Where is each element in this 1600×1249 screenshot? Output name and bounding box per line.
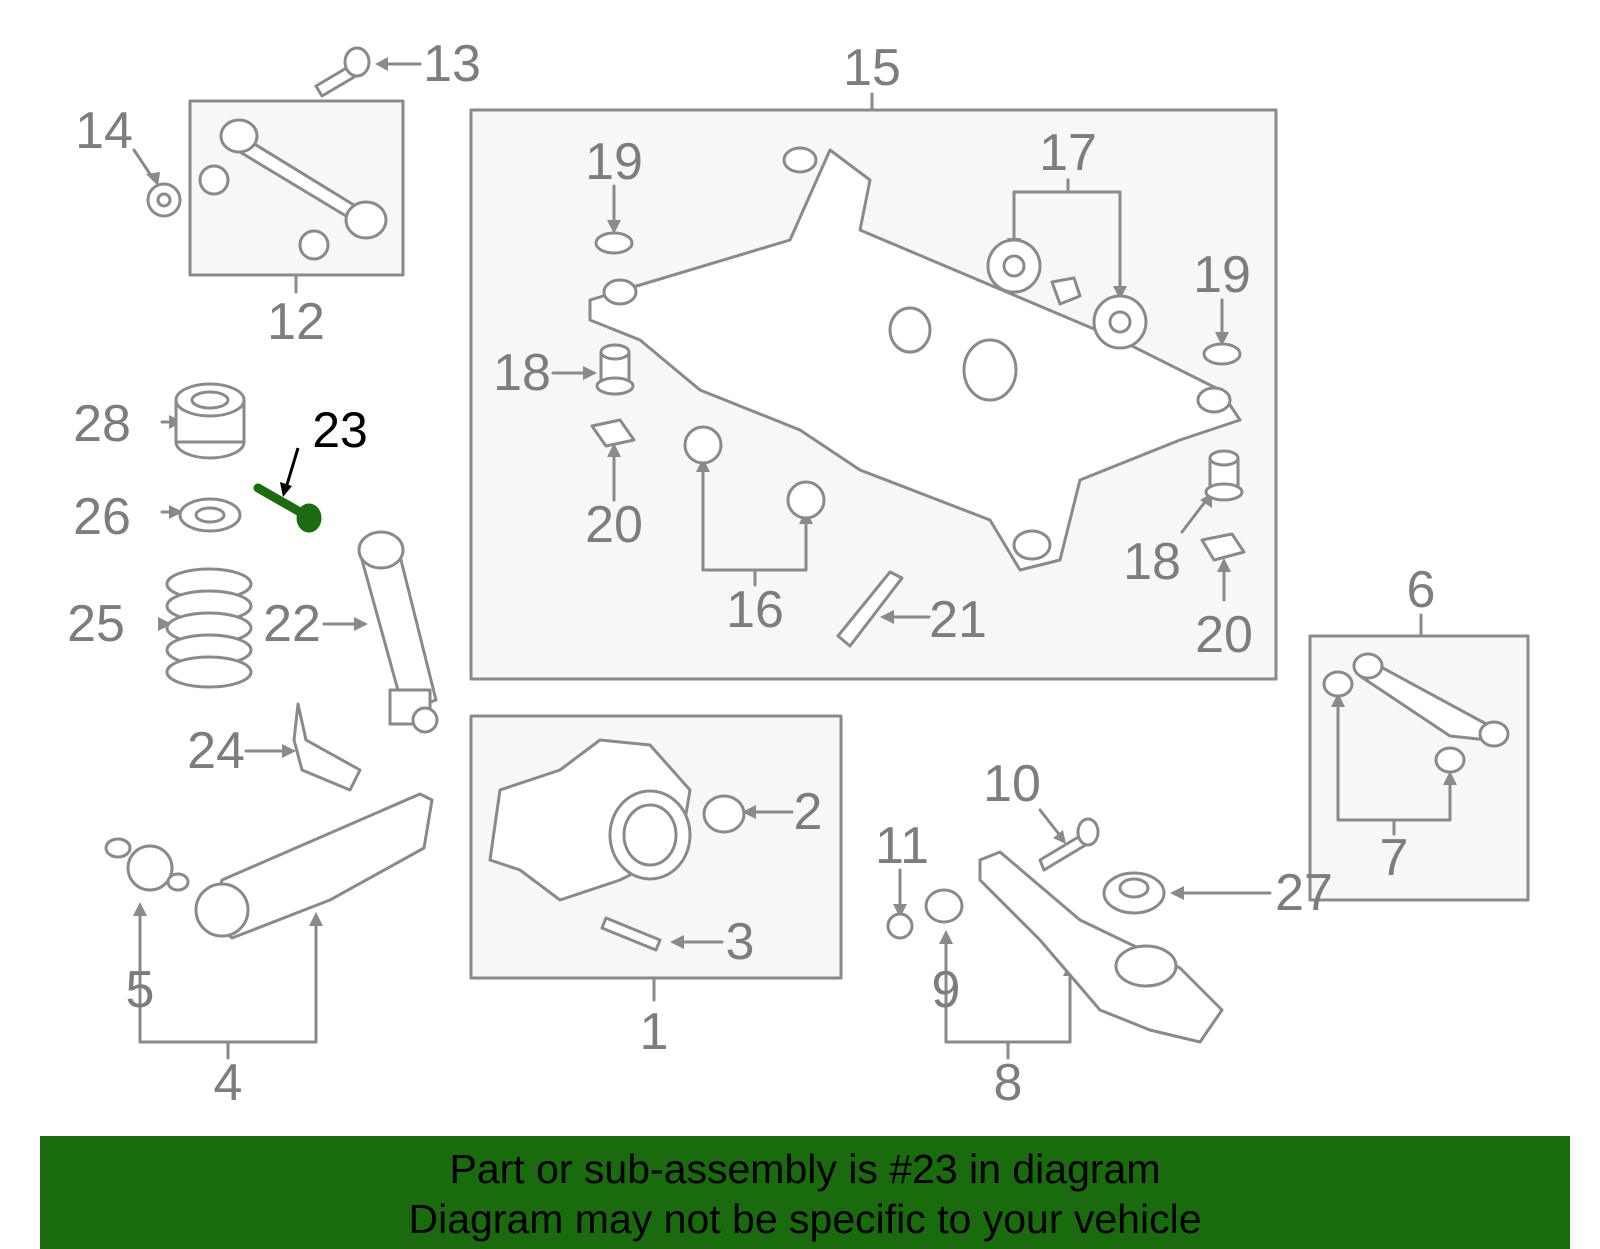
part-22-shock-absorber (357, 530, 439, 734)
callout-25: 25 (67, 595, 125, 653)
part-20-bracket-right (1200, 532, 1246, 562)
callout-16: 16 (726, 581, 784, 639)
callout-18-right: 18 (1123, 533, 1181, 591)
callout-28: 28 (73, 395, 131, 453)
banner-line-1: Part or sub-assembly is #23 in diagram (449, 1146, 1161, 1192)
banner-line-2: Diagram may not be specific to your vehi… (408, 1196, 1202, 1242)
part-24-shield (292, 702, 362, 792)
part-21-plate (836, 570, 904, 648)
part-4-trailing-arm (194, 792, 434, 940)
callout-22: 22 (263, 595, 321, 653)
callout-19-right: 19 (1193, 246, 1251, 304)
callout-8: 8 (993, 1054, 1023, 1112)
part-3-bolt (600, 916, 662, 952)
part-17-mount-right (1092, 294, 1148, 350)
part-1-knuckle (488, 738, 692, 902)
callout-26: 26 (73, 488, 131, 546)
callout-23-highlighted: 23 (312, 402, 368, 458)
part-16-bushing-left (683, 425, 723, 465)
part-6-arm (1322, 652, 1510, 774)
callout-17: 17 (1039, 124, 1097, 182)
callout-1: 1 (639, 1003, 669, 1061)
callout-14: 14 (75, 102, 133, 160)
part-20-bracket-left (590, 418, 636, 448)
callout-13: 13 (423, 35, 481, 93)
part-12-arm (198, 118, 388, 261)
callout-7: 7 (1379, 829, 1409, 887)
callout-20-right: 20 (1195, 606, 1253, 664)
callout-6: 6 (1406, 561, 1436, 619)
callout-19-left: 19 (585, 133, 643, 191)
part-11-nut (886, 912, 914, 940)
callout-4: 4 (213, 1054, 243, 1112)
callout-3: 3 (725, 913, 755, 971)
part-18-bushing-left (595, 343, 635, 396)
part-5-bushing (104, 837, 190, 892)
callout-27: 27 (1275, 864, 1333, 922)
part-25-coil-spring (165, 567, 253, 689)
callout-10: 10 (983, 755, 1041, 813)
part-13-bolt (314, 46, 371, 98)
part-19-washer-left (594, 231, 634, 255)
callout-24: 24 (187, 722, 245, 780)
callout-20-left: 20 (585, 496, 643, 554)
part-8-lower-arm (978, 850, 1224, 1044)
callout-15: 15 (843, 39, 901, 97)
part-19-washer-right (1202, 342, 1242, 366)
part-2-bushing (702, 794, 746, 834)
callout-12: 12 (267, 293, 325, 351)
callout-2: 2 (793, 783, 823, 841)
part-15-crossmember (588, 146, 1242, 572)
part-28-bump-stop (174, 382, 246, 460)
info-banner: Part or sub-assembly is #23 in diagram D… (40, 1136, 1570, 1249)
part-17-mount-left (986, 238, 1042, 294)
part-18-bushing-right (1204, 449, 1244, 502)
part-17-clip (1050, 276, 1082, 306)
callout-5: 5 (125, 961, 155, 1019)
callout-9: 9 (931, 961, 961, 1019)
part-16-bushing-right (786, 480, 826, 520)
part-23-bolt-highlighted (253, 447, 322, 533)
part-9-bushing (924, 888, 964, 924)
callout-18-left: 18 (493, 344, 551, 402)
callout-11: 11 (875, 817, 929, 875)
callout-21: 21 (929, 591, 987, 649)
